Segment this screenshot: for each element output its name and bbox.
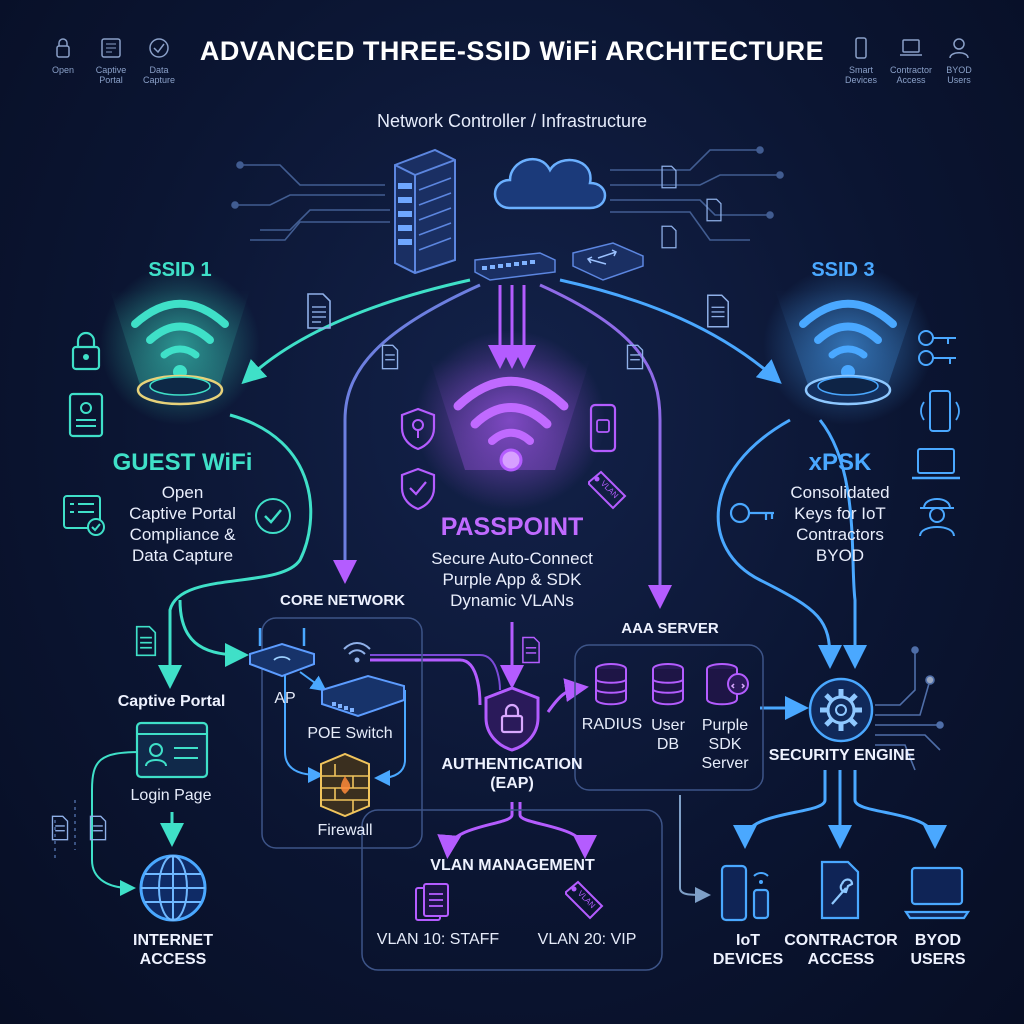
portal-icon — [101, 38, 121, 58]
database-icon — [652, 663, 684, 706]
contractor-tool-icon — [820, 860, 860, 920]
security-engine-label: SECURITY ENGINE — [768, 747, 916, 764]
poe-switch-icon — [321, 674, 405, 718]
vlan20-label: VLAN 20: VIP — [537, 931, 637, 948]
legend-contractor-access: Contractor Access — [886, 37, 936, 85]
circuit-traces — [231, 146, 784, 241]
firewall-icon — [320, 752, 370, 818]
legend-smart-devices: Smart Devices — [836, 37, 886, 85]
core-network-box — [261, 617, 423, 849]
legend-data-capture: Data Capture — [134, 37, 184, 85]
iot-devices-icon — [720, 864, 770, 922]
ap-label: AP — [274, 690, 296, 707]
byod-users-label: BYOD USERS — [910, 932, 966, 968]
guest-wifi-description: Open Captive Portal Compliance & Data Ca… — [129, 483, 236, 565]
document-icon — [626, 344, 644, 370]
wifi-signal-icon — [343, 642, 371, 663]
documents-icon — [415, 883, 449, 921]
poe-switch-label: POE Switch — [307, 725, 393, 742]
vlan-tag-icon: VLAN — [562, 880, 606, 920]
router-icon — [572, 242, 644, 281]
document-icon — [51, 815, 69, 841]
legend-byod-users: BYOD Users — [934, 37, 984, 85]
lock-icon — [71, 331, 101, 371]
aaa-server-title: AAA SERVER — [621, 620, 719, 637]
legend-open: Open — [38, 37, 88, 75]
core-network-title: CORE NETWORK — [280, 592, 405, 609]
access-point-router-icon — [249, 628, 315, 678]
document-icon — [707, 294, 729, 328]
shield-key-icon — [400, 407, 436, 451]
cloud-icon — [493, 158, 607, 210]
document-icon — [381, 344, 399, 370]
wifi-access-point-icon — [131, 299, 229, 406]
form-check-icon — [63, 495, 105, 536]
laptop-icon — [912, 448, 960, 480]
check-icon — [149, 38, 169, 58]
laptop-icon — [900, 39, 922, 56]
server-rack-icon — [394, 148, 456, 275]
contractor-access-label: CONTRACTOR ACCESS — [784, 932, 898, 968]
user-icon — [949, 38, 969, 59]
document-icon — [706, 198, 722, 222]
passpoint-title: PASSPOINT — [440, 513, 584, 541]
shield-check-icon — [400, 467, 436, 511]
internet-access-label: INTERNET ACCESS — [133, 932, 213, 968]
radius-label: RADIUS — [581, 716, 643, 733]
guest-wifi-title: GUEST WiFi — [112, 449, 253, 476]
phone-icon — [855, 37, 867, 59]
lock-icon — [56, 38, 70, 58]
check-circle-icon — [255, 498, 291, 534]
vlan-management-box — [361, 809, 663, 971]
document-icon — [522, 636, 540, 664]
worker-icon — [919, 498, 955, 537]
document-icon — [89, 815, 107, 841]
vlan-tag-icon: VLAN — [585, 470, 629, 510]
database-icon — [595, 663, 627, 706]
phone-signal-icon — [920, 390, 960, 432]
shield-lock-icon — [484, 686, 540, 752]
controller-heading: Network Controller / Infrastructure — [376, 111, 648, 131]
user-db-label: User DB — [651, 717, 685, 753]
id-card-icon — [68, 392, 104, 438]
aaa-server-box — [574, 644, 764, 791]
gear-icon — [808, 677, 874, 743]
mobile-app-icon — [589, 403, 617, 453]
captive-portal-title: Captive Portal — [117, 693, 226, 710]
passpoint-wifi-icon — [453, 376, 569, 472]
key-icon — [729, 502, 774, 524]
globe-icon — [139, 854, 207, 922]
document-icon — [661, 225, 677, 249]
vlan10-label: VLAN 10: STAFF — [376, 931, 500, 948]
document-icon — [135, 625, 157, 657]
network-switch-icon — [474, 252, 556, 281]
edge-controller-guest — [241, 278, 471, 385]
firewall-label: Firewall — [317, 822, 373, 839]
ssid1-label: SSID 1 — [148, 259, 212, 281]
xpsk-description: Consolidated Keys for IoT Contractors BY… — [790, 483, 890, 565]
legend-captive-portal: Captive Portal — [86, 37, 136, 85]
document-icon — [307, 293, 331, 329]
wifi-access-point-icon — [799, 299, 897, 406]
edge-controller-xpsk — [559, 278, 782, 384]
byod-laptop-icon — [904, 866, 970, 920]
login-page-label: Login Page — [130, 787, 212, 804]
xpsk-title: xPSK — [808, 449, 872, 476]
keys-icon — [918, 330, 956, 366]
purple-sdk-label: Purple SDK Server — [701, 717, 749, 772]
document-icon — [661, 165, 677, 189]
login-page-icon — [135, 721, 209, 779]
authentication-label: AUTHENTICATION (EAP) — [441, 756, 583, 792]
sdk-server-icon — [706, 663, 749, 706]
iot-devices-label: IoT DEVICES — [712, 932, 784, 968]
page-title: ADVANCED THREE-SSID WiFi ARCHITECTURE — [199, 36, 825, 66]
vlan-management-title: VLAN MANAGEMENT — [430, 857, 595, 874]
passpoint-description: Secure Auto-Connect Purple App & SDK Dyn… — [431, 549, 593, 610]
ssid3-label: SSID 3 — [811, 259, 875, 281]
